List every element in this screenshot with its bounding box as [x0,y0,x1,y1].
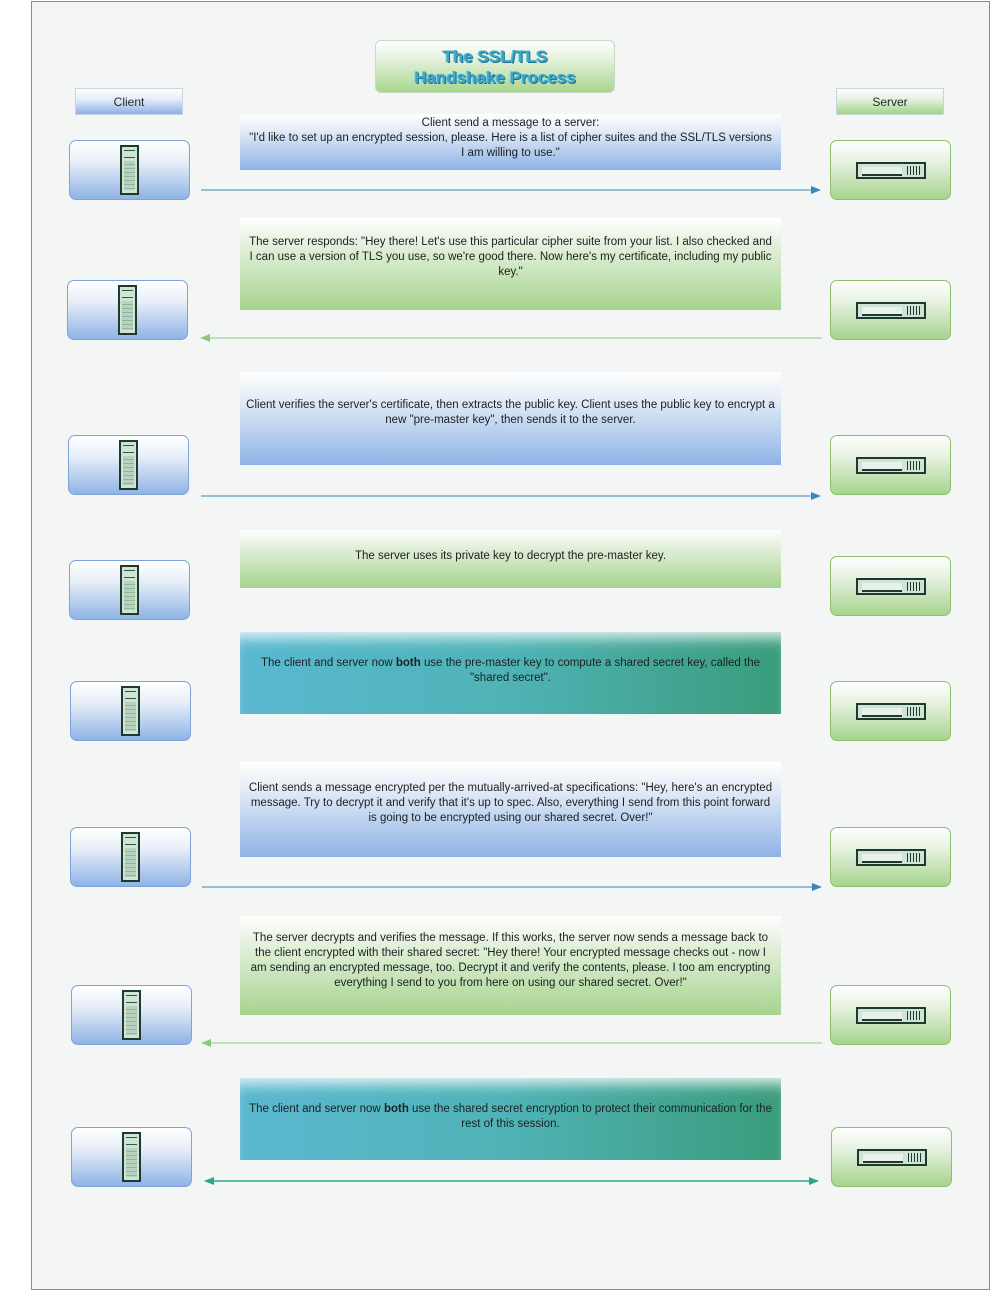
server-rack-icon [856,1148,927,1166]
step-1-message: Client send a message to a server: "I'd … [240,114,781,170]
server-node-6 [830,827,951,887]
client-node-5 [70,681,191,741]
step-7-message: The server decrypts and verifies the mes… [240,916,781,1015]
server-node-1 [830,140,951,200]
step-3-text: Client verifies the server's certificate… [246,399,775,426]
client-node-3 [68,435,189,495]
client-node-8 [71,1127,192,1187]
client-column-label: Client [75,88,183,115]
server-rack-icon [855,848,926,866]
step-3-message: Client verifies the server's certificate… [240,372,781,465]
step-5-text: The client and server now both use the p… [246,656,775,686]
server-rack-icon [855,702,926,720]
server-node-2 [830,280,951,340]
server-rack-icon [855,577,926,595]
server-node-4 [830,556,951,616]
step-7-text: The server decrypts and verifies the mes… [250,932,771,989]
server-node-5 [830,681,951,741]
diagram-title: The SSL/TLS Handshake Process [414,46,576,87]
client-computer-icon [121,686,140,736]
client-node-1 [69,140,190,200]
step-4-message: The server uses its private key to decry… [240,530,781,588]
step-6-text: Client sends a message encrypted per the… [248,782,773,824]
client-computer-icon [122,1132,141,1182]
client-node-6 [70,827,191,887]
step-5-text-end: use the pre-master key to compute a shar… [420,657,760,684]
server-rack-icon [855,161,926,179]
server-node-3 [830,435,951,495]
client-node-4 [69,560,190,620]
step-1-text: Client send a message to a server: "I'd … [249,117,772,159]
step-5-emphasis: both [395,657,421,669]
server-node-8 [831,1127,952,1187]
step-5-text-start: The client and server now [261,657,396,669]
server-rack-icon [855,1006,926,1024]
client-node-2 [67,280,188,340]
step-8-text-start: The client and server now [249,1103,384,1115]
server-column-label: Server [836,88,944,115]
client-computer-icon [118,285,137,335]
step-8-message: The client and server now both use the s… [240,1078,781,1160]
client-node-7 [71,985,192,1045]
client-computer-icon [119,440,138,490]
step-8-text: The client and server now both use the s… [246,1102,775,1132]
server-rack-icon [855,301,926,319]
client-computer-icon [122,990,141,1040]
client-computer-icon [121,832,140,882]
client-computer-icon [120,565,139,615]
step-4-text: The server uses its private key to decry… [354,550,667,562]
client-computer-icon [120,145,139,195]
step-2-message: The server responds: "Hey there! Let's u… [240,218,781,310]
server-rack-icon [855,456,926,474]
step-2-text: The server responds: "Hey there! Let's u… [249,236,772,278]
step-8-text-end: use the shared secret encryption to prot… [408,1103,772,1130]
step-6-message: Client sends a message encrypted per the… [240,762,781,857]
server-node-7 [830,985,951,1045]
step-5-message: The client and server now both use the p… [240,632,781,714]
diagram-title-box: The SSL/TLS Handshake Process [375,40,615,93]
step-8-emphasis: both [383,1103,409,1115]
